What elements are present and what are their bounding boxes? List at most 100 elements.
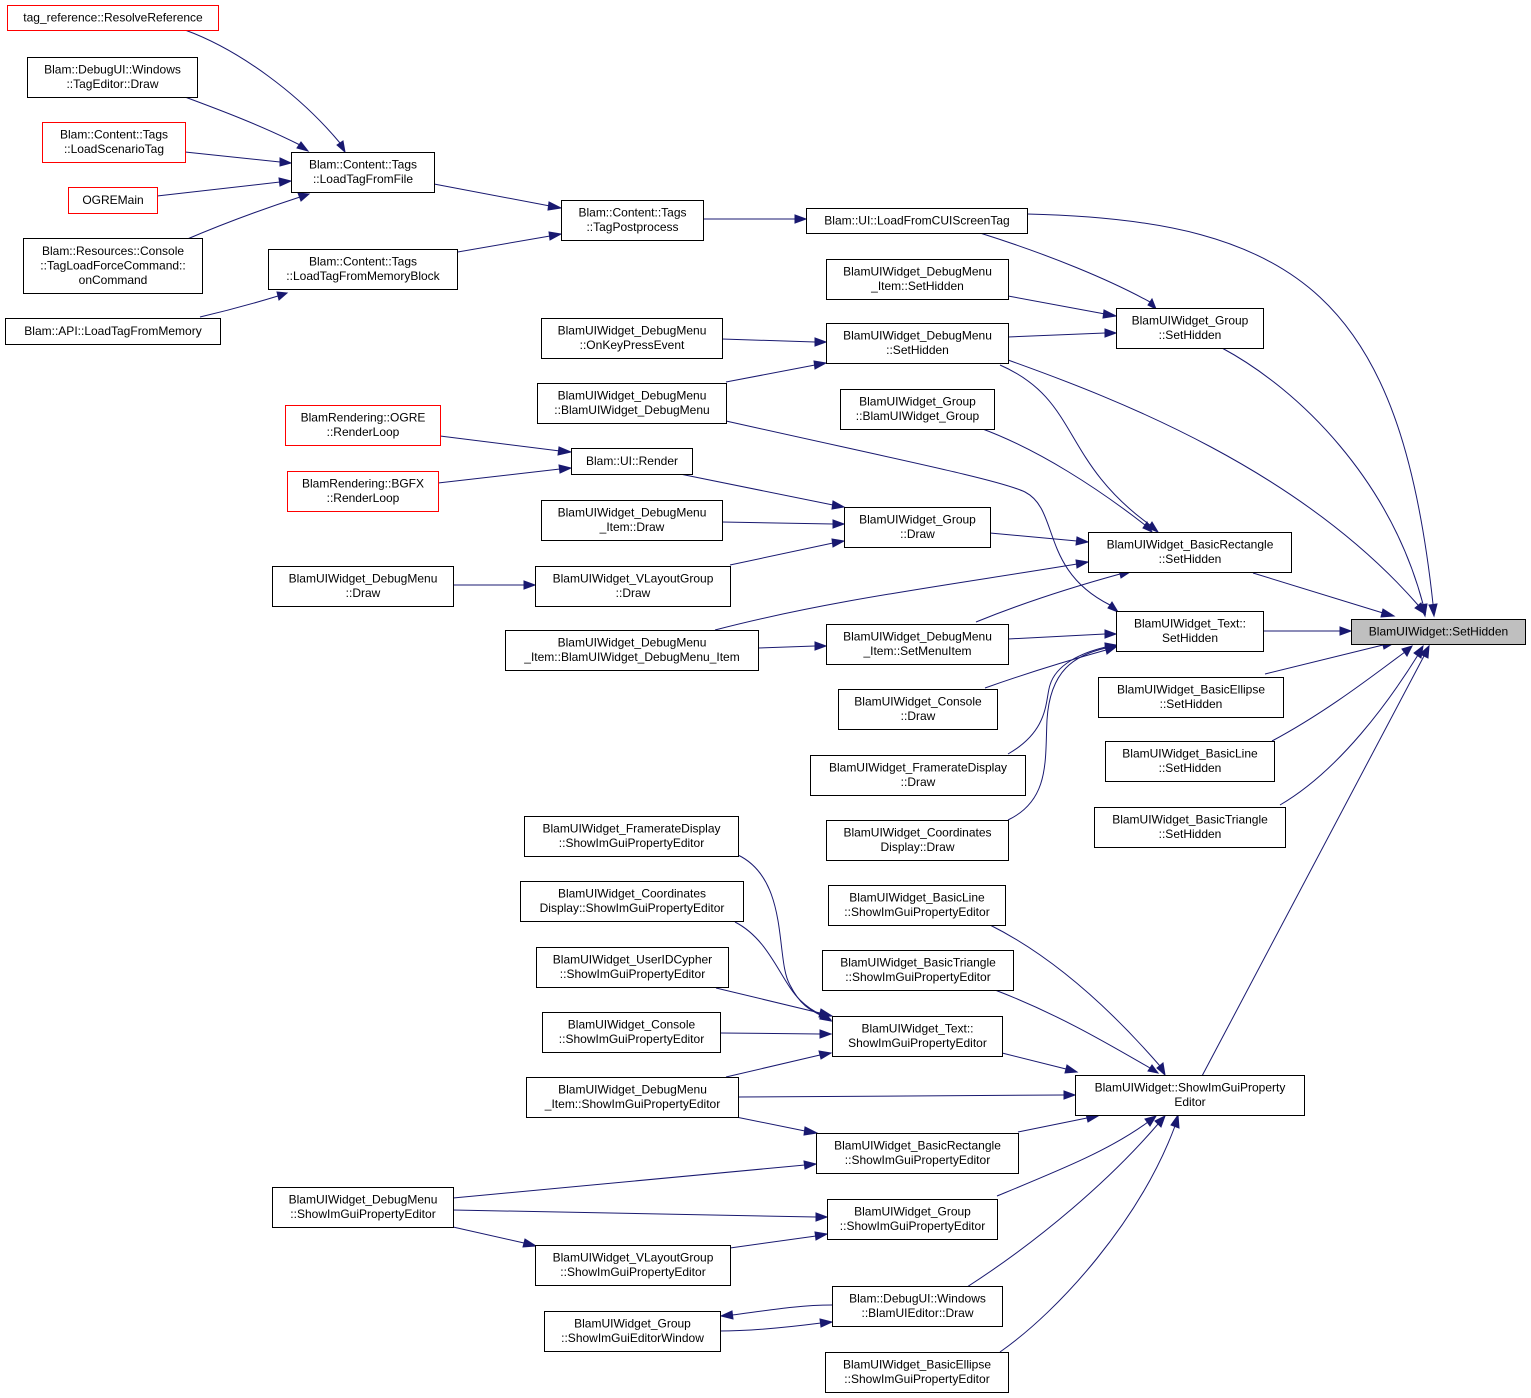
node-label-line: BlamRendering::BGFX [302, 477, 424, 491]
node-rect-pe[interactable]: BlamUIWidget_BasicRectangle::ShowImGuiPr… [816, 1133, 1019, 1174]
node-dmitem-sethidden[interactable]: BlamUIWidget_DebugMenu_Item::SetHidden [826, 259, 1009, 300]
node-label-line: BlamUIWidget_DebugMenu [558, 506, 707, 520]
node-resolve[interactable]: tag_reference::ResolveReference [7, 5, 219, 31]
node-group-sethidden[interactable]: BlamUIWidget_Group::SetHidden [1116, 308, 1264, 349]
node-label-line: _Item::BlamUIWidget_DebugMenu_Item [523, 650, 739, 664]
edge-dmitem-pe-to-rect-pe [735, 1116, 819, 1136]
node-loadcui[interactable]: Blam::UI::LoadFromCUIScreenTag [806, 208, 1028, 234]
node-label-line: ::TagEditor::Draw [66, 77, 158, 91]
node-loadscenario[interactable]: Blam::Content::Tags::LoadScenarioTag [42, 122, 186, 163]
node-label-line: ::BlamUIWidget_DebugMenu [554, 403, 709, 417]
node-uieditor-draw[interactable]: Blam::DebugUI::Windows::BlamUIEditor::Dr… [832, 1286, 1003, 1327]
node-loadfile[interactable]: Blam::Content::Tags::LoadTagFromFile [291, 152, 435, 193]
node-coords-pe[interactable]: BlamUIWidget_CoordinatesDisplay::ShowImG… [520, 881, 744, 922]
node-userid-pe[interactable]: BlamUIWidget_UserIDCypher::ShowImGuiProp… [536, 947, 729, 988]
node-box [826, 820, 1009, 861]
node-triangle-pe[interactable]: BlamUIWidget_BasicTriangle::ShowImGuiPro… [822, 950, 1014, 991]
node-box [816, 1133, 1019, 1174]
edge-text-sethidden-to-focus [1263, 626, 1353, 636]
node-label-line: BlamUIWidget_Group [854, 1205, 971, 1219]
node-label-line: BlamUIWidget_Console [854, 695, 982, 709]
edge-postprocess-to-loadcui [703, 214, 808, 224]
edge-rect-sethidden-to-focus [1252, 572, 1396, 618]
node-postprocess[interactable]: Blam::Content::Tags::TagPostprocess [561, 200, 704, 241]
node-framerate-draw[interactable]: BlamUIWidget_FramerateDisplay::Draw [810, 755, 1026, 796]
node-box [1351, 619, 1526, 645]
node-loadmem[interactable]: Blam::Content::Tags::LoadTagFromMemoryBl… [268, 249, 458, 290]
node-ellipse-sethidden[interactable]: BlamUIWidget_BasicEllipse::SetHidden [1098, 677, 1284, 718]
node-label-line: BlamUIWidget_DebugMenu [843, 329, 992, 343]
node-ui-render[interactable]: Blam::UI::Render [571, 448, 693, 475]
node-line-sethidden[interactable]: BlamUIWidget_BasicLine::SetHidden [1105, 741, 1275, 782]
node-rect-sethidden[interactable]: BlamUIWidget_BasicRectangle::SetHidden [1088, 532, 1292, 573]
node-vlayout-draw[interactable]: BlamUIWidget_VLayoutGroup::Draw [535, 566, 731, 607]
node-group-draw[interactable]: BlamUIWidget_Group::Draw [844, 507, 991, 548]
node-label-line: _Item::Draw [599, 520, 665, 534]
node-label-line: ::ShowImGuiPropertyEditor [560, 1265, 705, 1279]
node-framerate-pe[interactable]: BlamUIWidget_FramerateDisplay::ShowImGui… [524, 816, 739, 857]
node-box [1075, 1075, 1305, 1116]
node-label-line: Blam::Content::Tags [309, 158, 417, 172]
node-label-line: BlamUIWidget_VLayoutGroup [553, 1251, 714, 1265]
node-box [268, 249, 458, 290]
node-box [291, 152, 435, 193]
node-line-pe[interactable]: BlamUIWidget_BasicLine::ShowImGuiPropert… [828, 885, 1006, 926]
node-dmitem-setmenu[interactable]: BlamUIWidget_DebugMenu_Item::SetMenuItem [826, 624, 1009, 665]
node-label-line: BlamUIWidget_UserIDCypher [553, 953, 712, 967]
node-box [520, 881, 744, 922]
node-triangle-sethidden[interactable]: BlamUIWidget_BasicTriangle::SetHidden [1094, 807, 1286, 848]
node-label-line: BlamUIWidget::ShowImGuiProperty [1095, 1081, 1286, 1095]
node-label-line: BlamUIWidget_DebugMenu [843, 630, 992, 644]
node-console-draw[interactable]: BlamUIWidget_Console::Draw [838, 689, 998, 730]
node-dm-draw[interactable]: BlamUIWidget_DebugMenu::Draw [272, 566, 454, 607]
node-label-line: BlamUIWidget_BasicTriangle [840, 956, 996, 970]
node-box [68, 187, 158, 214]
edge-coords-pe-to-text-pe [734, 921, 833, 1021]
node-box [285, 405, 441, 446]
node-ogre-render[interactable]: BlamRendering::OGRE::RenderLoop [285, 405, 441, 446]
node-group-pe[interactable]: BlamUIWidget_Group::ShowImGuiPropertyEdi… [827, 1199, 998, 1240]
node-label-line: BlamUIWidget_DebugMenu [558, 1083, 707, 1097]
node-box [561, 200, 704, 241]
node-box [826, 624, 1009, 665]
node-focus[interactable]: BlamUIWidget::SetHidden [1351, 619, 1526, 645]
node-text-pe[interactable]: BlamUIWidget_Text::ShowImGuiPropertyEdit… [832, 1016, 1003, 1057]
node-label-line: ::SetHidden [1159, 328, 1222, 342]
node-widget-pe[interactable]: BlamUIWidget::ShowImGuiPropertyEditor [1075, 1075, 1305, 1116]
edge-ogremain-to-loadfile [156, 177, 293, 197]
edge-dm-ctor-to-text-sethidden [725, 420, 1120, 614]
node-dm-ctor[interactable]: BlamUIWidget_DebugMenu::BlamUIWidget_Deb… [537, 383, 727, 424]
node-bgfx-render[interactable]: BlamRendering::BGFX::RenderLoop [287, 471, 439, 512]
node-vlayout-pe[interactable]: BlamUIWidget_VLayoutGroup::ShowImGuiProp… [535, 1245, 731, 1286]
node-text-sethidden[interactable]: BlamUIWidget_Text::SetHidden [1116, 611, 1264, 652]
node-apiload[interactable]: Blam::API::LoadTagFromMemory [5, 318, 221, 345]
edge-dmitem-sethidden-to-group-sethidden [1007, 295, 1118, 319]
node-ellipse-pe[interactable]: BlamUIWidget_BasicEllipse::ShowImGuiProp… [825, 1352, 1009, 1393]
node-label-line: ::ShowImGuiPropertyEditor [290, 1207, 435, 1221]
node-label-line: ::ShowImGuiPropertyEditor [845, 1153, 990, 1167]
node-dm-onkey[interactable]: BlamUIWidget_DebugMenu::OnKeyPressEvent [541, 318, 723, 359]
node-ogremain[interactable]: OGREMain [68, 187, 158, 214]
node-dmitem-draw[interactable]: BlamUIWidget_DebugMenu_Item::Draw [541, 500, 723, 541]
node-dmitem-ctor[interactable]: BlamUIWidget_DebugMenu_Item::BlamUIWidge… [505, 630, 759, 671]
node-tageditor[interactable]: Blam::DebugUI::Windows::TagEditor::Draw [27, 57, 198, 98]
node-group-editorwin[interactable]: BlamUIWidget_Group::ShowImGuiEditorWindo… [544, 1311, 721, 1352]
edge-loadcui-to-group-sethidden [979, 232, 1157, 311]
node-label-line: BlamUIWidget_Group [574, 1317, 691, 1331]
node-dm-pe[interactable]: BlamUIWidget_DebugMenu::ShowImGuiPropert… [272, 1187, 454, 1228]
node-dmitem-pe[interactable]: BlamUIWidget_DebugMenu_Item::ShowImGuiPr… [526, 1077, 739, 1118]
edge-dm-sethidden-to-focus [1007, 359, 1426, 616]
node-dm-sethidden[interactable]: BlamUIWidget_DebugMenu::SetHidden [826, 323, 1009, 364]
node-label-line: BlamUIWidget_VLayoutGroup [553, 572, 714, 586]
node-tagloadforce[interactable]: Blam::Resources::Console::TagLoadForceCo… [23, 238, 203, 294]
edge-dmitem-ctor-to-rect-sethidden [714, 559, 1090, 631]
edge-dm-sethidden-to-group-sethidden [1007, 328, 1118, 338]
node-group-ctor[interactable]: BlamUIWidget_Group::BlamUIWidget_Group [840, 389, 995, 430]
node-label-line: BlamRendering::OGRE [301, 411, 426, 425]
node-label-line: ::BlamUIEditor::Draw [861, 1306, 973, 1320]
node-console-pe[interactable]: BlamUIWidget_Console::ShowImGuiPropertyE… [542, 1012, 721, 1053]
edge-text-pe-to-widget-pe [1001, 1052, 1079, 1074]
edge-widget-pe-to-focus [1201, 644, 1430, 1077]
